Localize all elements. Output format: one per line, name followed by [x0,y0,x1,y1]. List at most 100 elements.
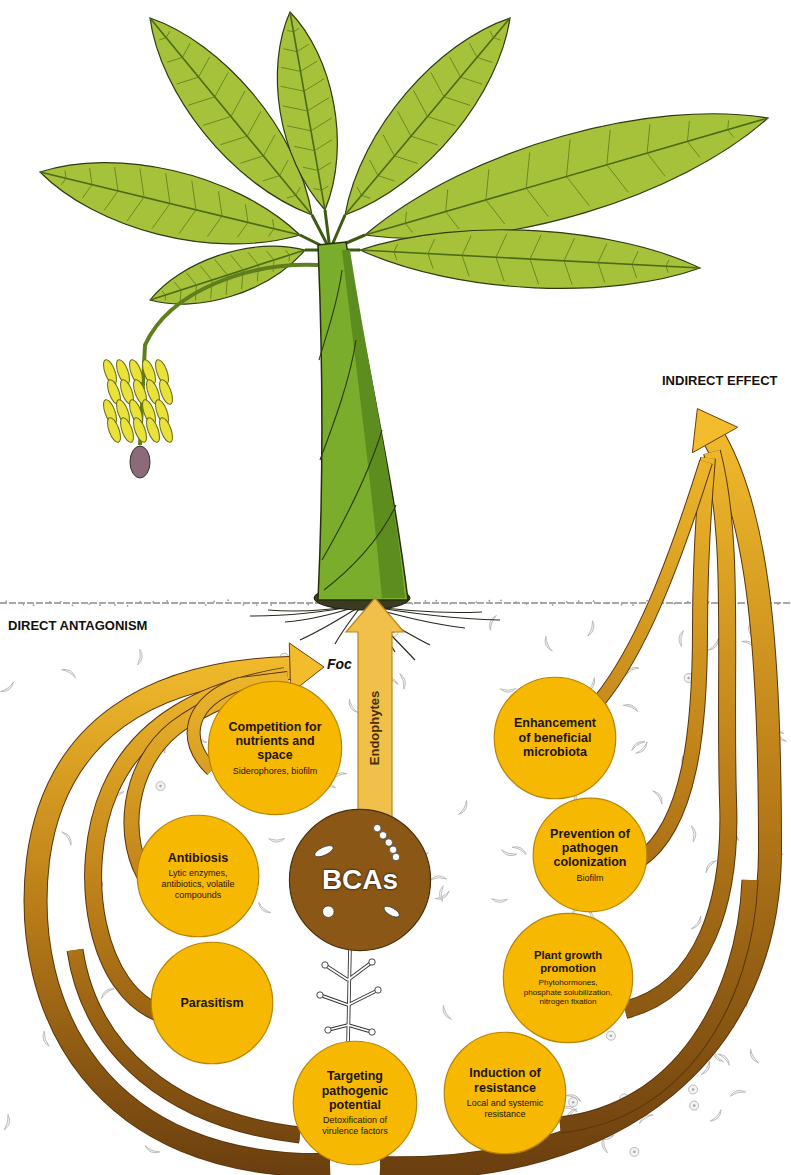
leaf-vein [462,255,469,276]
circle-fill [208,681,341,814]
leaf-vein [314,189,322,191]
spore-crescent [400,673,407,689]
leaf-midrib [150,250,305,300]
leaf-vein [287,195,296,198]
leaf-vein [152,204,170,229]
leaf-vein [370,160,378,175]
ground-speck [465,603,467,605]
leaf-vein [177,77,199,84]
leaf-vein [318,162,331,170]
spore-crescent [62,830,74,845]
leaf-vein [607,130,610,165]
ground-speck [566,601,568,603]
banana-finger [157,416,175,444]
spore-dot [692,1088,695,1091]
ground-speck [607,603,609,605]
leaf-vein [65,171,66,179]
ground-speck [213,600,215,602]
ground-speck [621,604,623,606]
leaf-vein [398,111,411,136]
leaf-vein [428,239,435,253]
spore-crescent [710,1110,724,1124]
conidium [369,959,375,965]
ground-speck [166,600,168,602]
ground-speck [49,601,51,603]
ground-speck [500,599,502,601]
circle-fill [494,677,616,799]
ground-speck [578,600,580,602]
leaf-vein [444,97,470,106]
spore-dot [572,1101,575,1104]
leaf-vein [666,266,668,272]
ground-speck [33,604,35,606]
leaf-vein [357,187,361,195]
leaf-vein [405,223,412,232]
conidiophore-outline [348,990,378,1005]
ground-speck [737,602,739,604]
conidiophore [320,995,348,1005]
ground-speck [5,600,7,602]
spore-crescent [256,902,270,915]
spore-crescent [431,876,447,880]
leaf-midrib [365,118,768,235]
leaf-vein [315,140,333,151]
mechanism-circle: Induction of resistanceLocal and systemi… [443,1031,567,1155]
effect-band-edge [600,462,706,700]
leaf-vein [395,156,418,164]
spore-crescent [703,858,716,872]
effect-band-edge [640,458,708,860]
conidiophore-outline [320,995,348,1005]
ground-speck [425,600,427,602]
spore-crescent [459,801,470,817]
leaf-vein [207,216,222,237]
mechanism-detail: Biofilm [576,873,603,884]
mechanism-title: Targeting pathogenic potential [308,1069,401,1112]
leaf-vein [564,261,572,285]
leaf-vein [231,91,245,117]
banana-leaf [365,114,768,239]
flower-bud [130,446,150,478]
leaf-vein [530,259,539,284]
spore-crescent [623,702,639,712]
leaf-vein [411,136,438,145]
leaf-vein [220,136,247,145]
leaf-sheath [320,340,356,460]
circle-fill [289,809,430,950]
leaf-vein [287,30,293,31]
conidiophore [348,948,350,1045]
conidium [322,962,328,968]
leaf-vein [461,77,483,84]
arrow-label: Endophytes [368,691,382,765]
circle-content: Parasitism [150,941,274,1065]
ground-speck [227,599,229,601]
leaf-vein [283,106,308,111]
spore-crescent [144,1146,160,1156]
leaf-vein [82,185,92,199]
circle-outline [532,797,648,913]
spore-chain [389,846,396,853]
leaf-vein [446,212,460,230]
agent-name: BCAs [322,865,398,896]
leaf-sheath [324,505,396,590]
leaf-vein [266,251,274,260]
leaf-vein [180,290,182,301]
circle-content: Competition for nutrients and spaceSider… [207,680,343,816]
spore-dot [610,1034,613,1037]
leaf-vein [186,273,196,285]
mechanism-title: Induction of resistance [459,1066,551,1095]
conidium [325,1027,331,1033]
leaf-vein [283,49,297,52]
conidiophore [348,990,378,1005]
ground-speck [139,601,141,603]
leaf-vein [294,146,314,150]
spore-crescent [543,636,553,652]
leaf-vein [308,98,330,111]
spore-crescent [512,844,528,854]
spore-crescent [346,699,357,714]
mechanism-title: Enhancement of beneficial microbiota [509,716,601,759]
spore-crescent [630,739,645,751]
effect-band [36,668,330,1165]
ground-speck [152,601,154,603]
leaf-vein [567,177,590,206]
spore-crescent [748,1049,759,1064]
